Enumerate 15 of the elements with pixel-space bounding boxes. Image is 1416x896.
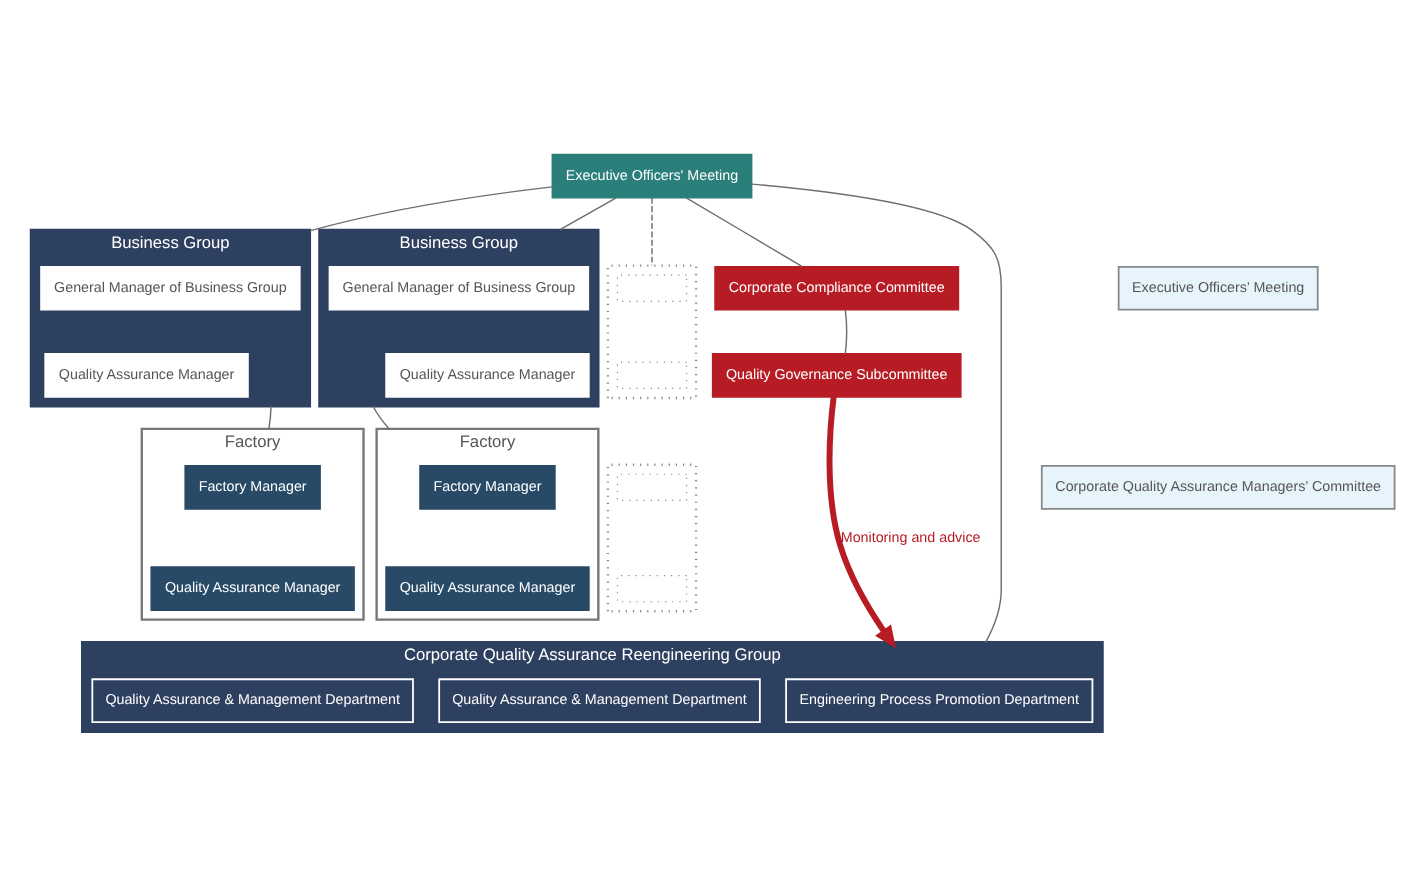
connector <box>309 186 553 232</box>
node-box <box>616 574 688 603</box>
node-box <box>616 361 688 389</box>
connector <box>651 197 653 267</box>
cluster <box>606 463 698 613</box>
connector <box>268 405 272 430</box>
connector <box>372 405 390 430</box>
connector <box>558 197 617 231</box>
node-box <box>616 274 688 302</box>
cluster <box>606 264 698 400</box>
connector <box>751 183 1002 643</box>
node-box <box>616 473 688 502</box>
connector <box>844 309 848 355</box>
arrow <box>826 396 896 649</box>
connector <box>685 197 803 268</box>
